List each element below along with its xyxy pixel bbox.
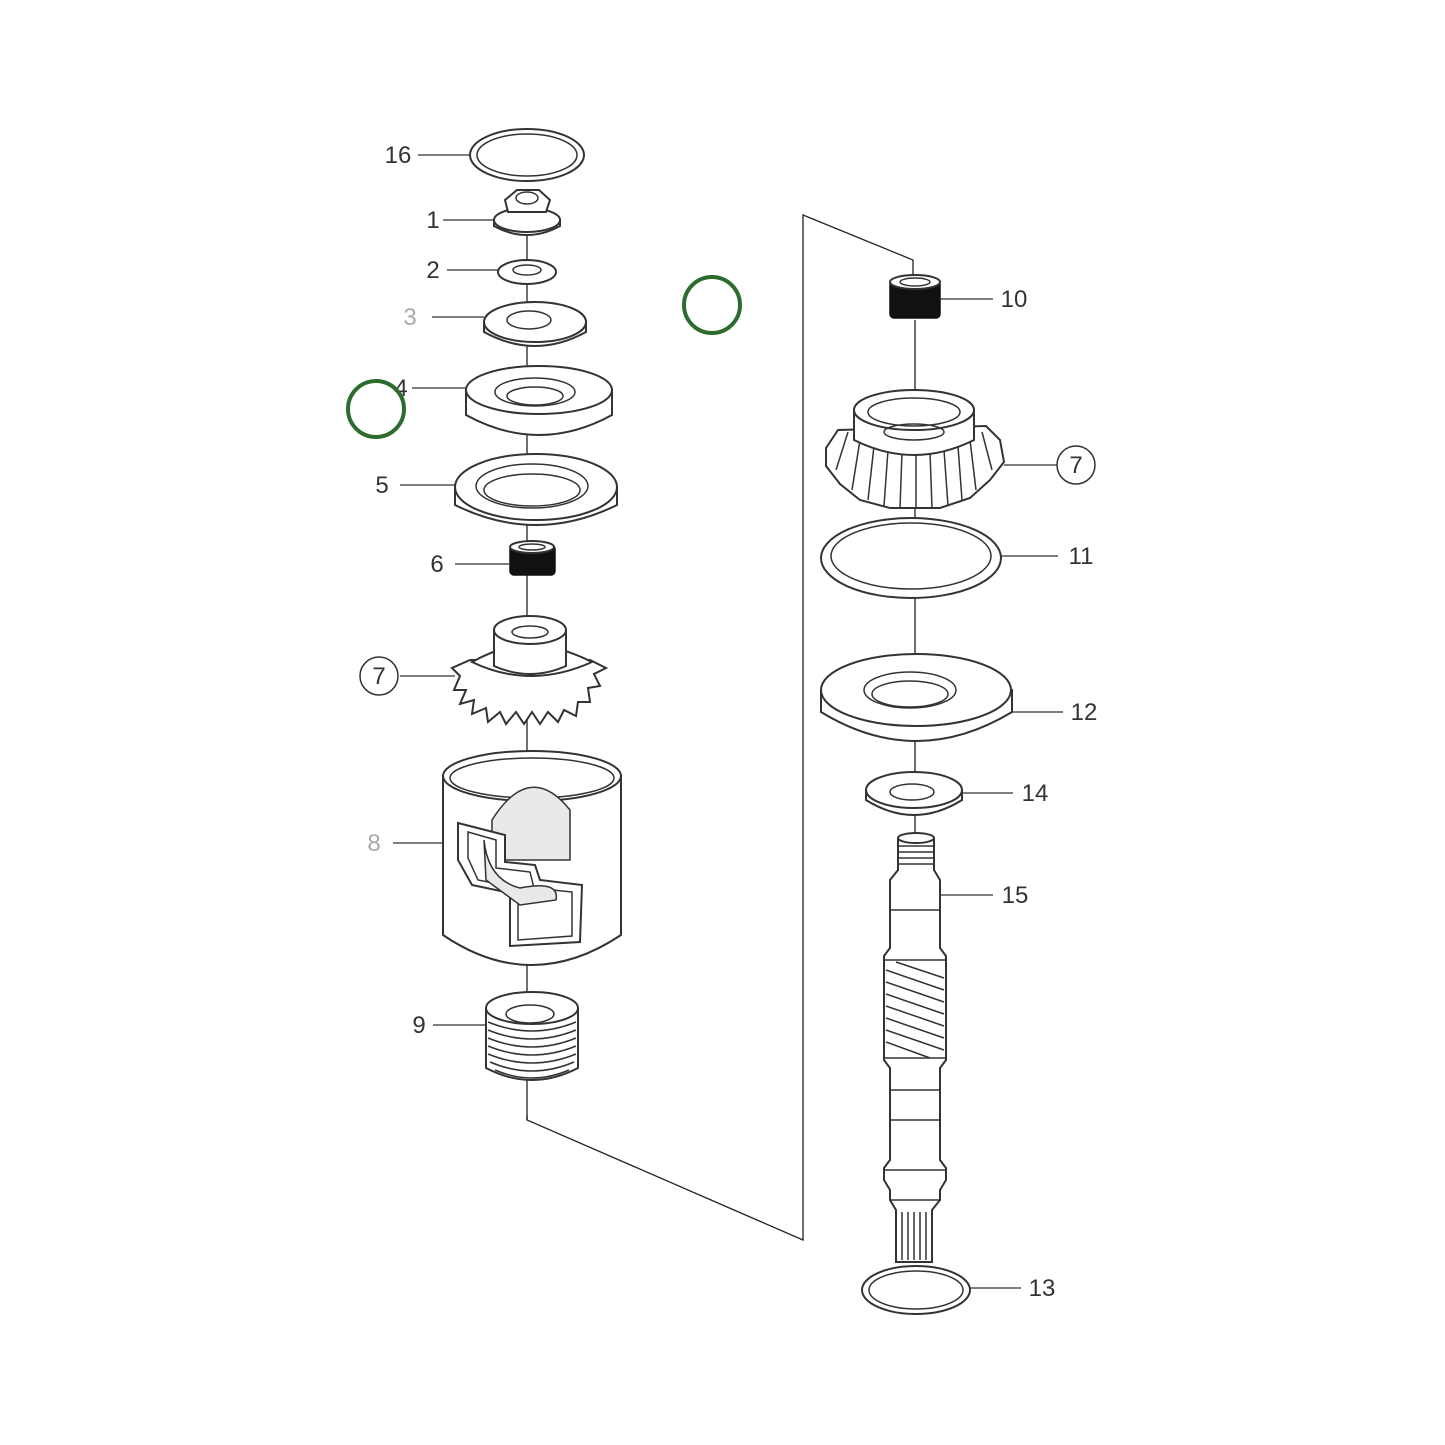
label-7-left: 7 bbox=[372, 663, 385, 690]
part-10-needle-bearing bbox=[889, 274, 941, 319]
label-6: 6 bbox=[430, 551, 443, 578]
part-6-needle-bearing bbox=[509, 540, 556, 576]
part-15-driveshaft bbox=[883, 832, 947, 1263]
part-9-threaded-nut bbox=[485, 991, 579, 1081]
part-13-o-ring bbox=[861, 1265, 971, 1315]
part-1-flange-nut bbox=[493, 189, 561, 236]
part-11-shim-ring bbox=[820, 517, 1002, 599]
callout-circle-7-right bbox=[1056, 445, 1096, 485]
label-5: 5 bbox=[375, 472, 388, 499]
leader-lines bbox=[393, 154, 1063, 1289]
part-5-bearing-cup bbox=[454, 453, 618, 526]
part-7-bevel-gear-left bbox=[450, 615, 609, 726]
highlight-circle-marker bbox=[346, 379, 406, 439]
part-3-thrust-washer bbox=[483, 301, 587, 347]
part-2-washer bbox=[497, 259, 557, 285]
part-12-bearing bbox=[820, 653, 1013, 742]
label-1: 1 bbox=[426, 207, 439, 234]
label-13: 13 bbox=[1029, 1275, 1056, 1302]
label-2: 2 bbox=[426, 257, 439, 284]
label-14: 14 bbox=[1022, 780, 1049, 807]
part-14-washer bbox=[865, 771, 963, 816]
label-11: 11 bbox=[1069, 543, 1094, 570]
part-16-o-ring bbox=[469, 128, 585, 182]
label-10: 10 bbox=[1001, 286, 1028, 313]
part-7-bevel-gear-right bbox=[825, 389, 1006, 509]
part-8-housing-sleeve bbox=[442, 750, 622, 966]
label-8: 8 bbox=[367, 830, 380, 857]
label-16: 16 bbox=[385, 142, 412, 169]
label-12: 12 bbox=[1071, 699, 1098, 726]
label-15: 15 bbox=[1002, 882, 1029, 909]
highlight-circle-marker bbox=[682, 275, 742, 335]
label-9: 9 bbox=[412, 1012, 425, 1039]
part-labels: 16 1 2 3 4 5 6 7 8 9 10 7 11 12 14 15 13 bbox=[367, 142, 1097, 1302]
label-7-right: 7 bbox=[1069, 452, 1082, 479]
callout-circle-7-left bbox=[359, 656, 399, 696]
part-4-bearing bbox=[465, 365, 613, 436]
label-3: 3 bbox=[403, 304, 416, 331]
label-4: 4 bbox=[394, 375, 407, 402]
